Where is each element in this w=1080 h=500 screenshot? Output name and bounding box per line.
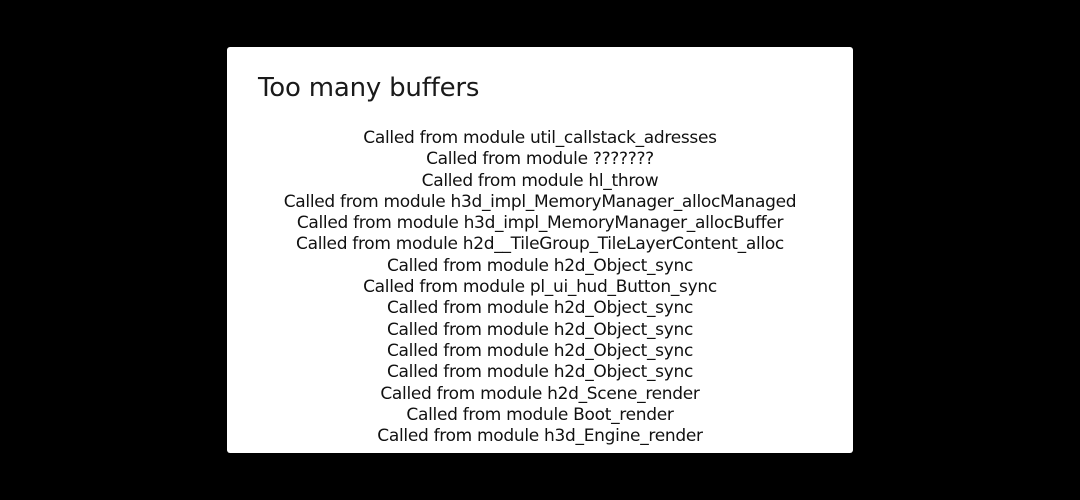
call-stack-line: Called from module h3d_impl_MemoryManage… [296, 213, 784, 234]
call-stack-line: Called from module h3d_impl_MemoryManage… [283, 191, 797, 212]
call-stack-line: Called from module util_callstack_adress… [363, 128, 717, 148]
call-stack-line: Called from module h2d_Object_sync [386, 319, 694, 340]
call-stack-line: Called from module ??????? [426, 149, 654, 170]
call-stack-line: Called from module h2d_Object_sync [386, 362, 694, 383]
error-dialog: Too many buffers Called from module util… [227, 47, 853, 453]
dialog-title: Too many buffers [258, 73, 480, 103]
call-stack-line: Called from module Boot_render [406, 404, 674, 425]
call-stack-line: Called from module hl_throw [421, 170, 659, 191]
call-stack-list: Called from module util_callstack_adress… [227, 128, 853, 447]
call-stack-line: Called from module h3d_Engine_render [377, 426, 703, 447]
call-stack-line: Called from module h2d_Object_sync [386, 255, 694, 276]
call-stack-line: Called from module h2d_Object_sync [386, 298, 694, 319]
call-stack-line: Called from module h2d__TileGroup_TileLa… [296, 234, 784, 255]
call-stack-line: Called from module pl_ui_hud_Button_sync [363, 277, 717, 298]
call-stack-line: Called from module h2d_Object_sync [386, 340, 694, 361]
call-stack-line: Called from module h2d_Scene_render [380, 383, 700, 404]
